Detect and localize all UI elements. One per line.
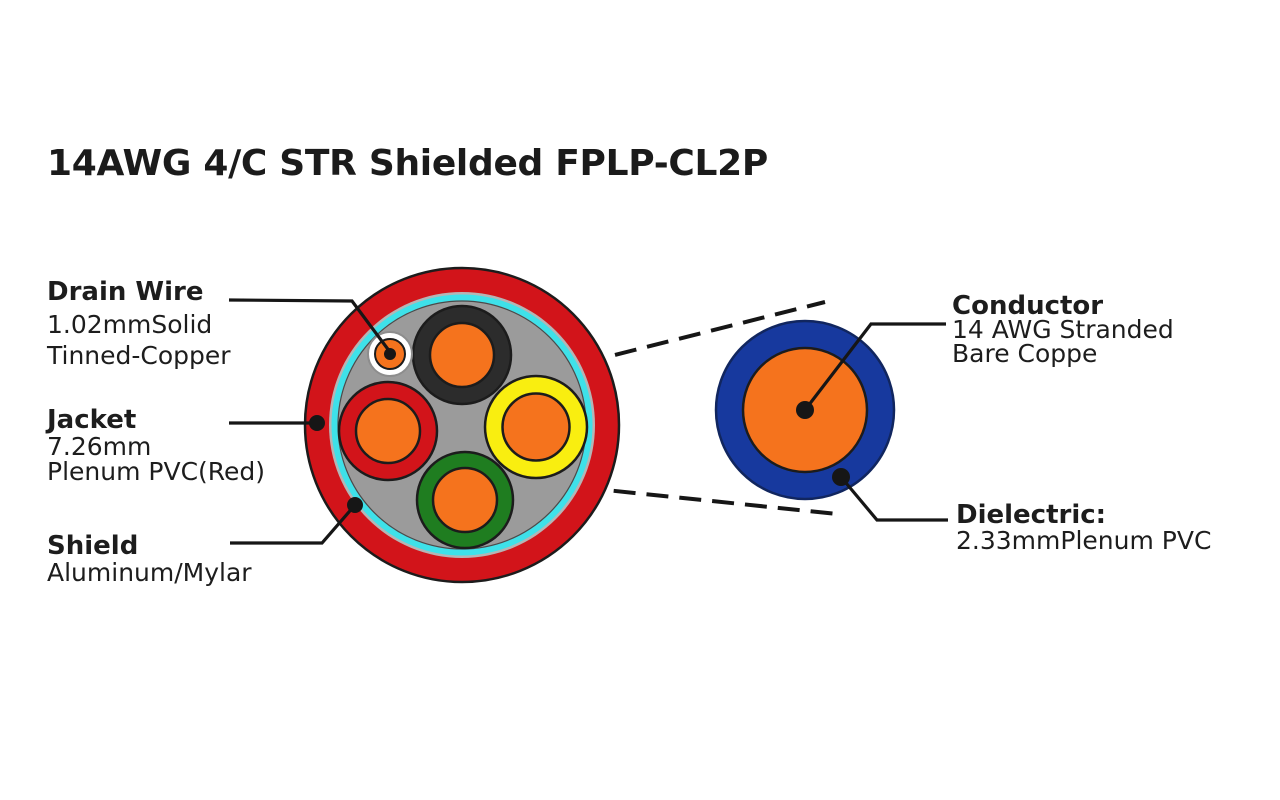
label-conductor-gauge: 14 AWG Stranded	[952, 315, 1174, 344]
shield-leader-line	[230, 503, 357, 545]
drain-wire-leader-dot	[384, 348, 396, 360]
leader-dots	[309, 348, 850, 513]
label-dielectric: Dielectric: 2.33mmPlenum PVC	[956, 502, 1211, 553]
conductor-black	[411, 304, 513, 406]
label-shield: Shield Aluminum/Mylar	[47, 531, 252, 587]
conductor-red	[337, 380, 439, 482]
label-dielectric-heading: Dielectric:	[956, 500, 1107, 530]
label-dielectric-size: 2.33mmPlenum PVC	[956, 526, 1212, 555]
conductor-leader-line	[803, 322, 946, 411]
label-conductor-material: Bare Coppe	[952, 339, 1098, 368]
jacket-leader-dot	[309, 415, 325, 431]
shield-leader-dot	[347, 497, 363, 513]
conductor-leader-dot	[796, 401, 814, 419]
label-drain-wire-material: Tinned-Copper	[47, 341, 231, 370]
shield-ring	[331, 294, 593, 556]
label-jacket-heading: Jacket	[47, 405, 137, 435]
dielectric-leader-line	[839, 475, 948, 522]
label-conductor: Conductor 14 AWG Stranded Bare Coppe	[952, 291, 1174, 368]
dielectric-leader-dot	[832, 468, 850, 486]
label-shield-heading: Shield	[47, 531, 139, 561]
label-jacket-material: Plenum PVC(Red)	[47, 457, 266, 486]
drain-wire-leader-line	[228, 298, 392, 353]
page-title: 14AWG 4/C STR Shielded FPLP-CL2P	[47, 143, 768, 184]
conductor-yellow-core	[501, 392, 571, 462]
cable-cross-section	[303, 266, 621, 584]
conductor-black-core	[428, 321, 496, 389]
conductor-red-core	[354, 397, 422, 465]
conductor-green	[415, 450, 515, 550]
conductor-yellow	[483, 374, 589, 480]
label-drain-wire: Drain Wire 1.02mmSolid Tinned-Copper	[47, 276, 231, 371]
leader-lines	[228, 298, 948, 545]
conductor-green-core	[431, 466, 499, 534]
label-jacket: Jacket 7.26mm Plenum PVC(Red)	[47, 405, 266, 486]
label-shield-material: Aluminum/Mylar	[47, 558, 252, 587]
label-drain-wire-size: 1.02mmSolid	[47, 310, 213, 339]
label-jacket-size: 7.26mm	[47, 432, 152, 461]
label-conductor-heading: Conductor	[952, 291, 1104, 321]
label-drain-wire-heading: Drain Wire	[47, 277, 204, 307]
